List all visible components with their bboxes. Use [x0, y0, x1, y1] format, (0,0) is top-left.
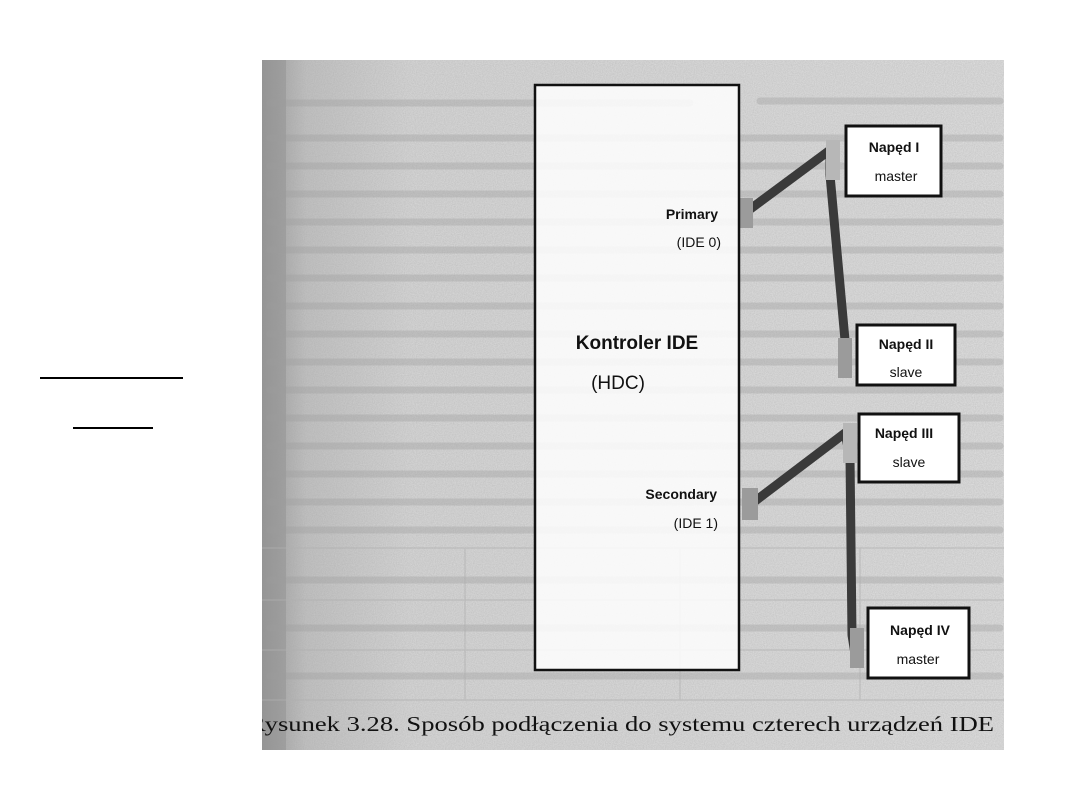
drive-1-connector [826, 140, 840, 180]
drive-1-name: Napęd I [869, 139, 920, 155]
secondary-port-sub: (IDE 1) [674, 515, 718, 531]
drive-2-role: slave [890, 364, 923, 380]
drive-4: Napęd IV master [866, 606, 971, 680]
primary-cable [739, 140, 852, 378]
primary-port-sub: (IDE 0) [677, 234, 721, 250]
drive-3-role: slave [893, 454, 926, 470]
drive-4-role: master [897, 651, 940, 667]
drive-3: Napęd III slave [857, 412, 961, 484]
drive-2-connector [838, 338, 852, 378]
drive-1-role: master [875, 168, 918, 184]
drive-4-name: Napęd IV [890, 622, 951, 638]
drive-4-connector [850, 628, 864, 668]
secondary-port-label: Secondary [645, 486, 717, 502]
drive-3-name: Napęd III [875, 425, 933, 441]
drive-2: Napęd II slave [855, 323, 957, 387]
drive-3-connector [843, 423, 857, 463]
controller-title: Kontroler IDE [576, 333, 698, 354]
controller-box [533, 83, 741, 672]
caption-clip: Rysunek 3.28. Sposób podłączenia do syst… [248, 712, 994, 736]
controller-subtitle: (HDC) [591, 373, 645, 394]
drive-2-name: Napęd II [879, 336, 933, 352]
secondary-connector [742, 488, 758, 520]
primary-port-label: Primary [666, 206, 718, 222]
primary-connector [739, 198, 753, 228]
secondary-cable [742, 423, 864, 668]
drive-1: Napęd I master [844, 124, 943, 198]
figure-caption: Rysunek 3.28. Sposób podłączenia do syst… [248, 712, 994, 736]
